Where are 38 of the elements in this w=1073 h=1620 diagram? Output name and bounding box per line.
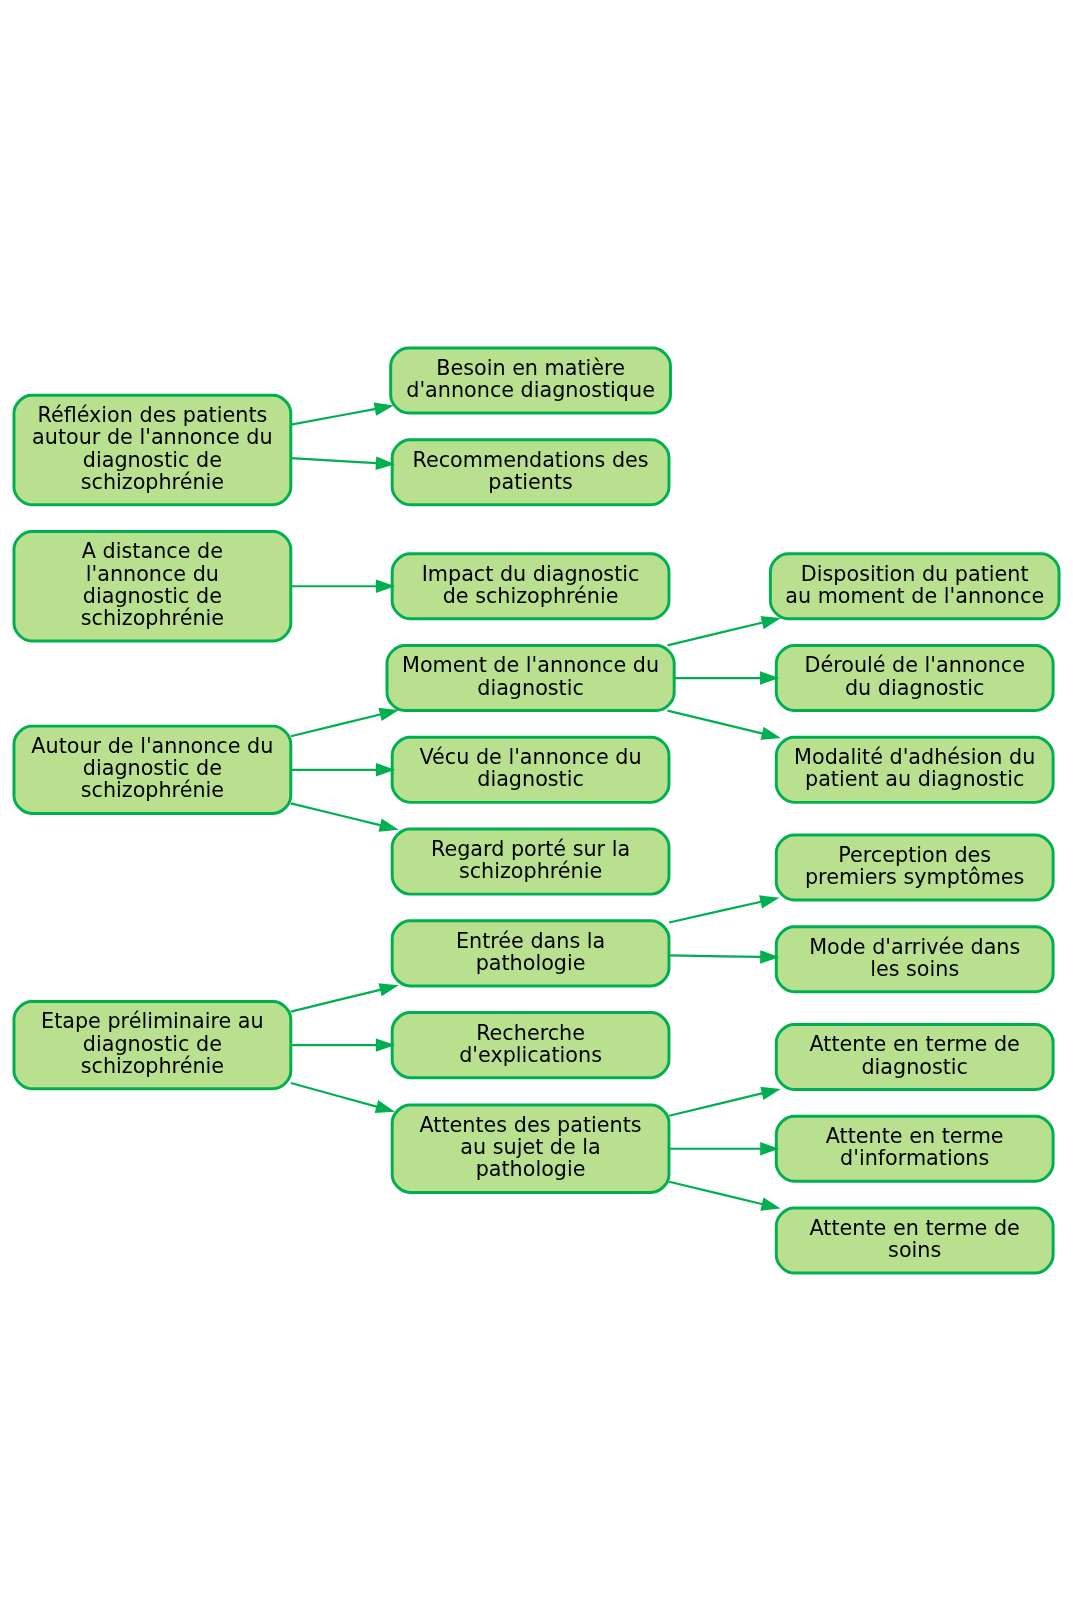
node-box: Attentes des patients au sujet de la pathologie <box>390 1103 671 1194</box>
arrow <box>674 670 780 685</box>
node-box: Recherche d'explications <box>390 1010 671 1079</box>
node-box: Autour de l'annonce du diagnostic de schizophrénie <box>12 724 293 815</box>
arrow <box>667 615 781 646</box>
node-box: Déroulé de l'annonce du diagnostic <box>774 643 1055 712</box>
node-box: Attente en terme de diagnostic <box>774 1022 1055 1091</box>
arrow <box>290 1037 396 1052</box>
arrow <box>290 579 396 593</box>
arrow <box>290 1081 396 1113</box>
node-box: Vécu de l'annonce du diagnostic <box>390 735 671 804</box>
arrow <box>668 1180 781 1211</box>
node-box: Impact du diagnostic de schizophrénie <box>390 551 671 620</box>
node-box: Etape préliminaire au diagnostic de schizophrénie <box>12 999 293 1090</box>
node-box: Recommendations des patients <box>390 437 671 506</box>
arrow <box>667 709 781 740</box>
arrow <box>290 401 394 426</box>
node-box: Perception des premiers symptômes <box>774 832 1055 902</box>
node-box: Disposition du patient au moment de l'annonce <box>768 551 1061 620</box>
node-box: Besoin en matière d'annonce diagnostique <box>389 345 672 415</box>
arrow <box>290 455 396 470</box>
arrow <box>668 1086 781 1117</box>
arrow <box>669 1141 780 1155</box>
node-box: Entrée dans la pathologie <box>390 918 671 987</box>
node-box: Réfléxion des patients autour de l'annonce du diagnostic de schizophrénie <box>12 393 293 506</box>
arrow <box>290 801 399 832</box>
node-box: Mode d'arrivée dans les soins <box>774 924 1055 993</box>
arrow <box>290 762 396 777</box>
node-box: Attente en terme d'informations <box>774 1114 1055 1183</box>
node-box: Attente en terme de soins <box>774 1205 1055 1275</box>
node-box: A distance de l'annonce du diagnostic de schizophrénie <box>12 529 293 642</box>
node-box: Modalité d'adhésion du patient au diagnostic <box>774 735 1055 804</box>
node-box: Moment de l'annonce du diagnostic <box>385 643 676 712</box>
arrow <box>290 707 399 737</box>
arrow <box>290 982 399 1013</box>
node-box: Regard porté sur la schizophrénie <box>390 827 671 896</box>
arrow <box>668 894 780 924</box>
arrow <box>669 949 780 964</box>
